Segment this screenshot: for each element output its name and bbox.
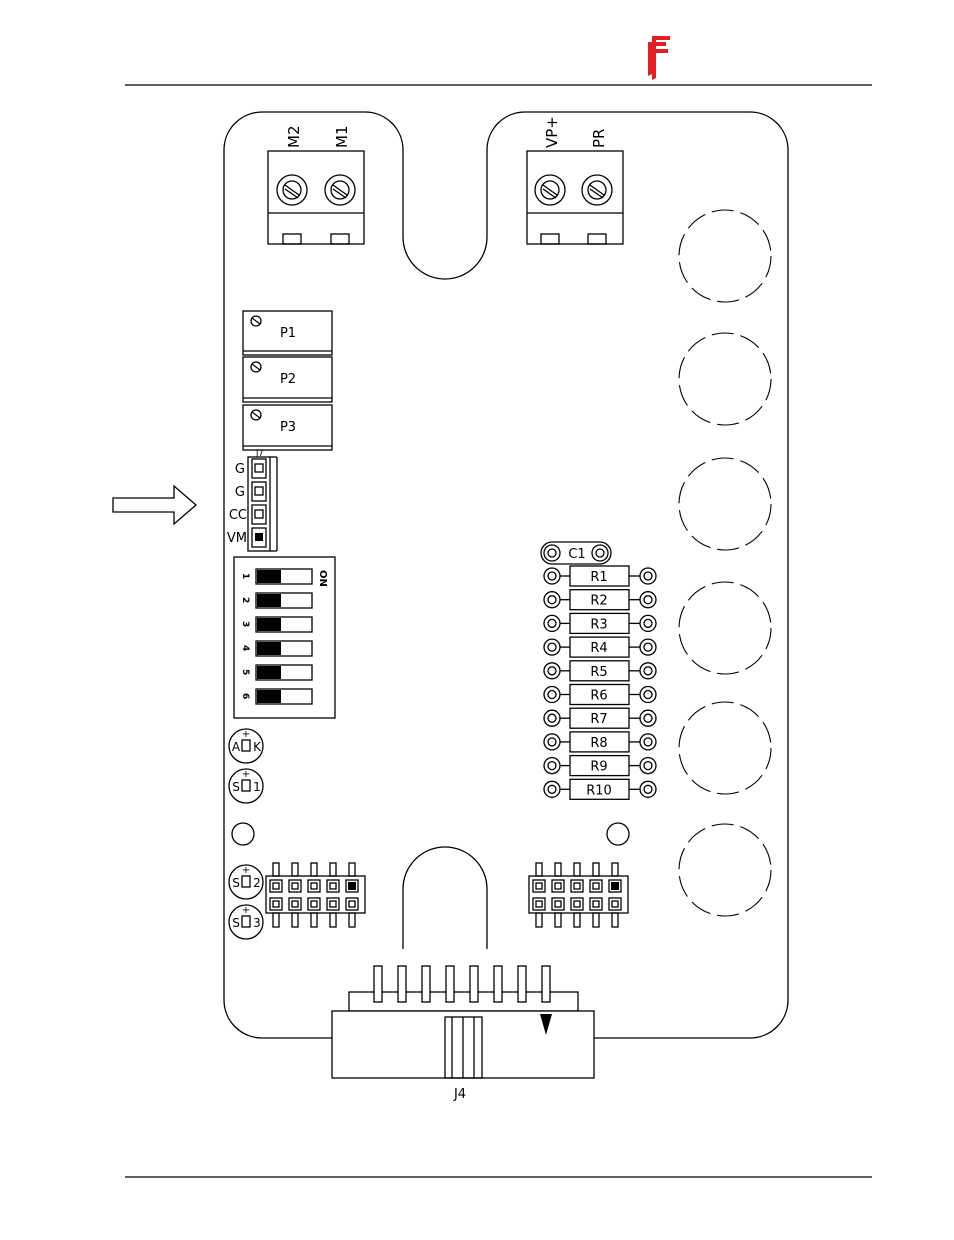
mounting-hole-left [232,823,254,845]
pin-header-right [529,863,628,927]
right-arrow-icon [113,486,196,524]
pot-label-p3: P3 [280,420,296,435]
dip-switch-2: 2 [240,593,312,608]
svg-text:+: + [242,865,250,876]
company-logo-icon [648,36,670,80]
svg-text:+: + [242,905,250,916]
svg-text:K: K [253,740,262,754]
resistor-r7: R7 [544,708,656,728]
large-component-6 [679,824,771,916]
dip-switch-3: 3 [240,617,312,632]
potentiometer-p2: P2 [243,357,332,402]
led-s2: + S 2 [229,865,263,899]
capacitor-label: C1 [568,547,585,562]
svg-text:S: S [232,780,240,794]
arch-component [403,847,487,949]
large-component-4 [679,582,771,674]
pot-label-p1: P1 [280,326,296,341]
svg-text:1: 1 [253,780,261,794]
jumper-j7: J7 G G CC VM [227,449,277,551]
resistor-r2: R2 [544,590,656,610]
led-ak: + A K [229,729,263,763]
resistor-r6: R6 [544,685,656,705]
large-component-3 [679,458,771,550]
jumper-pin-g1: G [235,462,245,477]
large-component-1 [679,210,771,302]
dip-number: 4 [240,645,250,651]
resistor-r8: R8 [544,732,656,752]
terminal-block-power: VP+ PR [527,116,623,244]
dip-switch-4: 4 [240,641,312,656]
resistor-label: R5 [590,665,607,680]
connector-label: J4 [453,1087,466,1102]
capacitor-c1: C1 [541,542,611,564]
terminal-block-motor: M2 M1 [268,126,364,245]
resistor-label: R4 [590,641,607,656]
dip-number: 2 [240,597,250,603]
resistor-r9: R9 [544,756,656,776]
resistor-label: R6 [590,689,607,704]
dip-number: 3 [240,621,250,627]
large-component-outlines [679,210,771,916]
led-s3: + S 3 [229,905,263,939]
led-s1: + S 1 [229,769,263,803]
resistor-r5: R5 [544,661,656,681]
dip-switch-5: 5 [240,665,312,680]
resistor-label: R2 [590,594,607,609]
large-component-2 [679,333,771,425]
resistor-r10: R10 [544,779,656,799]
dip-number: 5 [240,669,250,675]
terminal-label-m2: M2 [285,126,303,149]
jumper-pin-g2: G [235,485,245,500]
resistor-label: R9 [590,760,607,775]
resistor-r1: R1 [544,566,656,586]
large-component-5 [679,702,771,794]
jumper-pin-cc: CC [229,508,247,523]
dip-switch-1: 1 [240,569,312,584]
terminal-label-m1: M1 [333,126,351,149]
dip-number: 1 [240,573,250,579]
resistor-label: R7 [590,712,607,727]
jumper-pin-vm: VM [227,531,247,546]
dip-number: 6 [240,693,250,699]
svg-text:3: 3 [253,916,261,930]
svg-text:S: S [232,916,240,930]
svg-text:+: + [242,729,250,740]
resistor-label: R10 [586,783,612,798]
mounting-hole-right [607,823,629,845]
svg-text:2: 2 [253,876,261,890]
potentiometer-p1: P1 [243,311,332,355]
terminal-label-vp: VP+ [543,116,561,148]
resistor-label: R1 [590,570,607,585]
resistor-r4: R4 [544,637,656,657]
terminal-label-pr: PR [590,129,608,148]
resistor-label: R8 [590,736,607,751]
potentiometer-p3: P3 [243,405,332,450]
pin-header-left [266,863,365,927]
dip-switch: ON 1 2 3 4 5 6 [234,557,335,718]
svg-text:+: + [242,769,250,780]
svg-text:S: S [232,876,240,890]
dip-switch-6: 6 [240,689,312,704]
pot-label-p2: P2 [280,372,296,387]
resistor-r3: R3 [544,613,656,633]
dip-on-label: ON [317,570,328,587]
connector-j4: J4 [332,966,594,1102]
svg-text:A: A [232,740,241,754]
resistor-label: R3 [590,617,607,632]
